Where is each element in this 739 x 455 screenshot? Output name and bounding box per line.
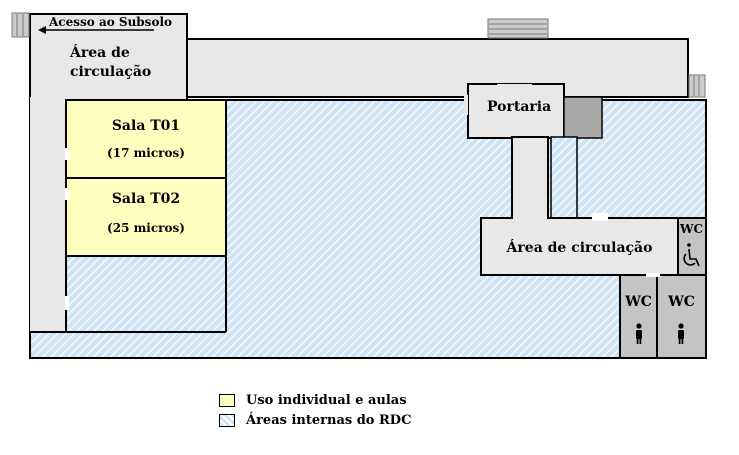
- circulation-top-corridor: [186, 38, 689, 98]
- corridor-vertical: [511, 136, 549, 222]
- room-sala-t02: [65, 177, 227, 257]
- room-sala-t01: [65, 99, 227, 179]
- wc-right-label: WC: [668, 294, 695, 310]
- wc-left-label: WC: [625, 294, 652, 310]
- room-wc-left: [619, 274, 658, 359]
- access-subsolo-label: Acesso ao Subsolo: [49, 15, 173, 29]
- circulation-left-lower: [30, 97, 66, 332]
- circulation-right-label: Área de circulação: [506, 240, 653, 256]
- legend-label-individual: Uso individual e aulas: [246, 393, 407, 408]
- legend-swatch-individual: [219, 394, 235, 407]
- sala-t02-name: Sala T02: [111, 191, 181, 207]
- wc-small-label: WC: [680, 222, 704, 236]
- access-arrow-icon: [38, 26, 154, 34]
- person-icon-wc-right: [678, 323, 684, 344]
- stairs-marker-left: [11, 12, 30, 38]
- sala-t01-name: Sala T01: [111, 118, 181, 134]
- wheelchair-icon: [683, 243, 700, 267]
- stairs-marker-right: [688, 74, 706, 98]
- legend-label-internal: Áreas internas do RDC: [246, 413, 412, 428]
- sala-t01-capacity: (17 micros): [107, 146, 185, 160]
- person-icon-wc-left: [636, 323, 642, 344]
- portaria-label: Portaria: [487, 99, 552, 115]
- room-wc-right: [656, 274, 707, 359]
- room-dark-block: [563, 96, 603, 139]
- corridor-side-strip: [550, 136, 578, 220]
- legend-swatch-internal: [219, 414, 235, 427]
- circulation-top-label: Área de circulação: [70, 45, 152, 80]
- stairs-marker-top: [487, 18, 549, 39]
- sala-t02-capacity: (25 micros): [107, 221, 185, 235]
- circulation-right-area: [480, 217, 679, 276]
